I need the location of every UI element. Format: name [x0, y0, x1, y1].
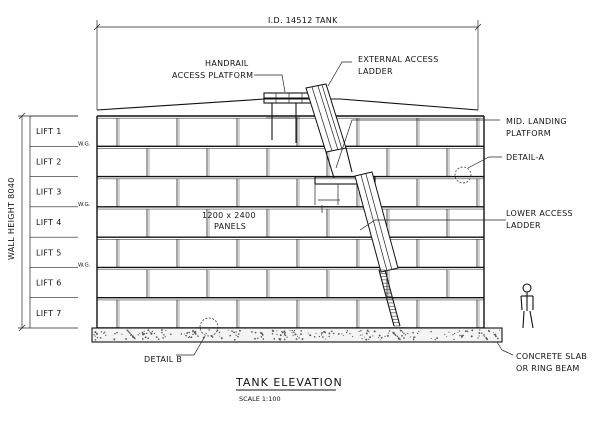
panel-course: W.G. [78, 141, 484, 177]
external-ladder-label-2: LADDER [358, 67, 393, 76]
lift-label: LIFT 3 [36, 188, 62, 197]
lift-label: LIFT 5 [36, 248, 62, 257]
panels-label-1: 1200 x 2400 [202, 211, 256, 220]
lift-label: LIFT 1 [36, 127, 62, 136]
mid-landing-label-2: PLATFORM [506, 129, 551, 138]
lower-access-ladder [354, 171, 401, 327]
detail-a-marker [454, 166, 472, 184]
callout-labels: HANDRAIL ACCESS PLATFORM EXTERNAL ACCESS… [144, 55, 587, 373]
lower-ladder-label-2: LADDER [506, 221, 541, 230]
lift-label: LIFT 2 [36, 157, 62, 166]
lift-labels: LIFT 1 LIFT 2 LIFT 3 LIFT 4 LIFT 5 LIFT 6 LIFT… [30, 115, 78, 318]
panel-course: W.G. [78, 202, 484, 238]
wind-girder-label: W.G. [78, 262, 91, 268]
lower-ladder-label-1: LOWER ACCESS [506, 209, 573, 218]
mid-landing-label-1: MID. LANDING [506, 117, 567, 126]
callout-leaders [176, 61, 514, 356]
wall-height-label: WALL HEIGHT 8040 [7, 177, 16, 260]
detail-a-label: DETAIL-A [506, 153, 544, 162]
drawing-title-block: TANK ELEVATION SCALE 1:100 [235, 376, 343, 403]
panels-label-2: PANELS [214, 222, 246, 231]
external-access-ladder [305, 83, 353, 179]
panel-course [97, 236, 484, 268]
detail-b-label: DETAIL B [144, 355, 182, 364]
wind-girder-label: W.G. [78, 202, 91, 208]
wind-girder-label: W.G. [78, 141, 91, 147]
concrete-label-2: OR RING BEAM [516, 364, 580, 373]
concrete-label-1: CONCRETE SLAB [516, 352, 587, 361]
panel-course: W.G. [78, 262, 484, 298]
human-scale-figure [520, 283, 534, 329]
panel-course [97, 297, 484, 328]
tank-diameter-label: I.D. 14512 TANK [268, 16, 338, 25]
mid-landing-platform [314, 176, 376, 213]
external-ladder-label-1: EXTERNAL ACCESS [358, 55, 439, 64]
top-dimension: I.D. 14512 TANK [93, 16, 482, 110]
lift-label: LIFT 4 [36, 218, 62, 227]
drawing-scale: SCALE 1:100 [239, 395, 281, 403]
panel-course [97, 175, 484, 207]
roof [96, 98, 479, 111]
handrail-label-2: ACCESS PLATFORM [172, 71, 253, 80]
tank-wall: W.G. W.G. W.G. [78, 115, 485, 329]
handrail-label-1: HANDRAIL [205, 59, 249, 68]
drawing-title: TANK ELEVATION [235, 376, 343, 389]
lift-label: LIFT 6 [36, 279, 62, 288]
lift-label: LIFT 7 [36, 309, 62, 318]
concrete-foundation [91, 327, 503, 343]
panel-course [97, 115, 484, 147]
detail-b-marker [199, 317, 219, 337]
